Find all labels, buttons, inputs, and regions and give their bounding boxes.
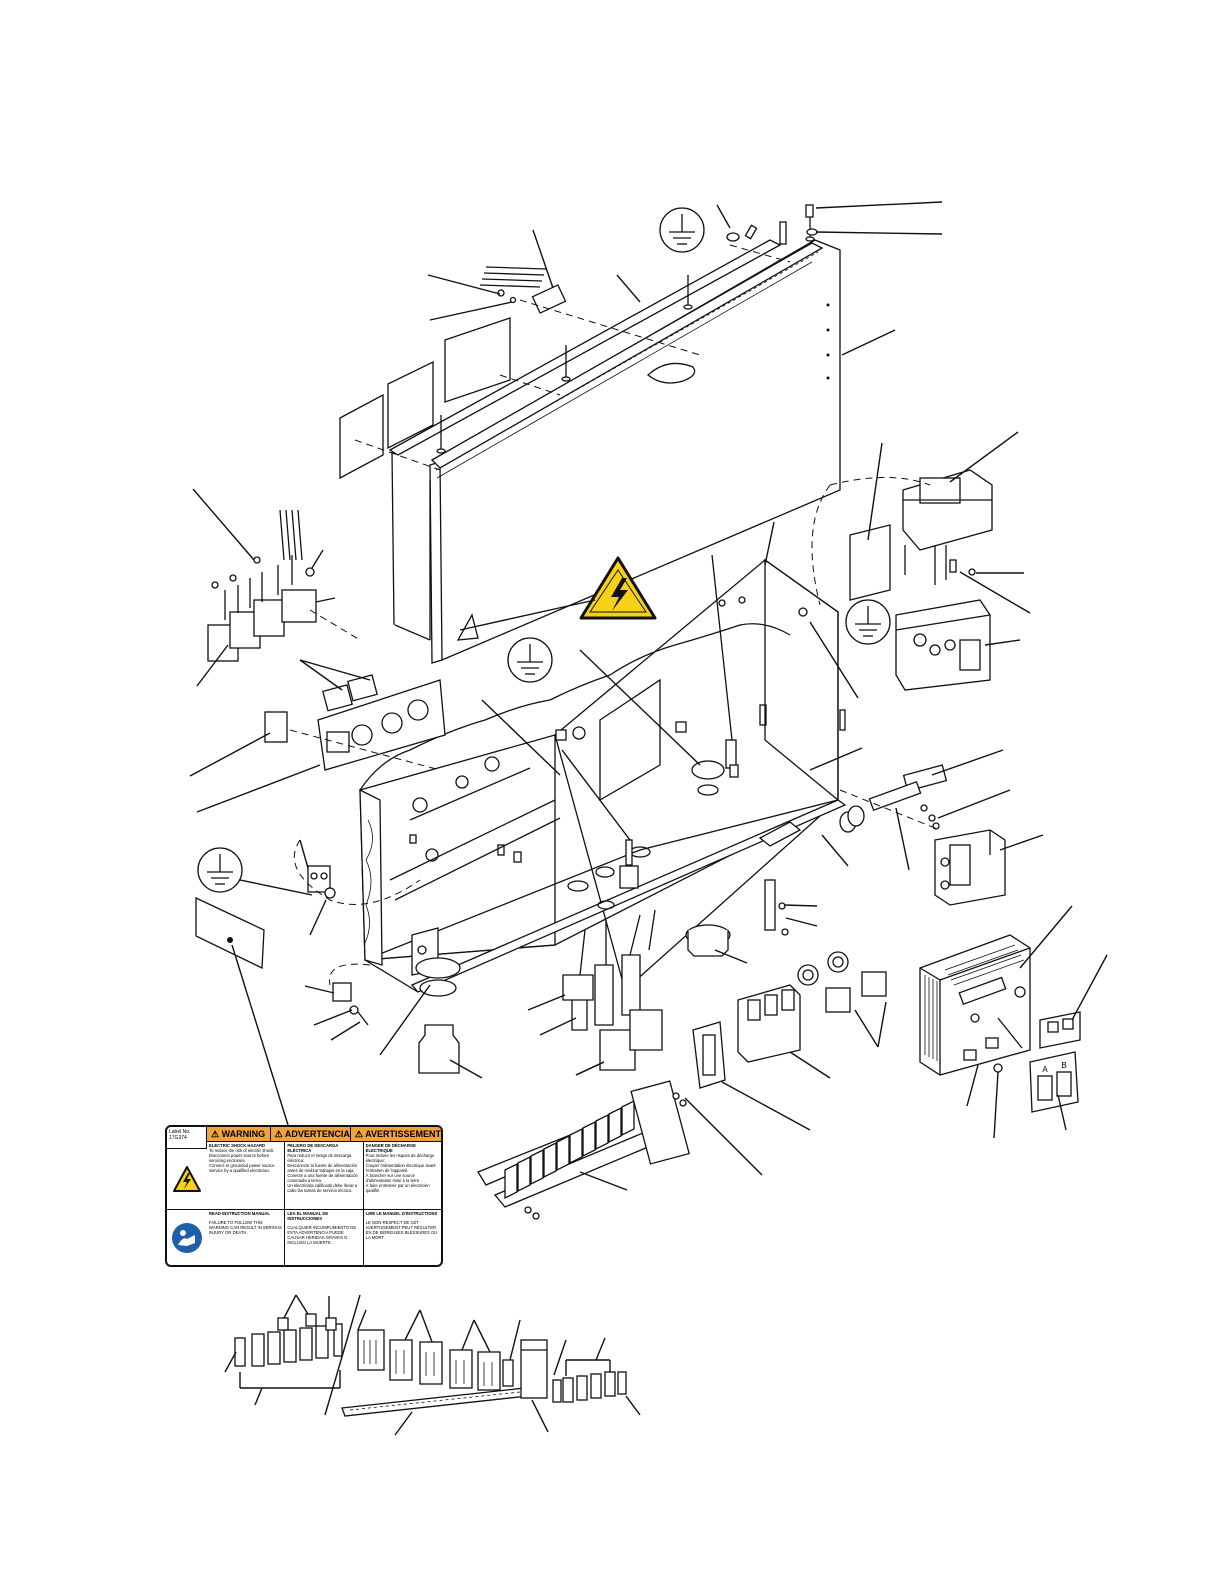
legend-plate-a-label: A: [1042, 1065, 1048, 1074]
label-bullet-es-1: Desconecte la fuente de alimentación ant…: [287, 1163, 358, 1173]
warning-label: Label No. 17G374 ⚠ WARNING ⚠ ADVERTENCIA…: [165, 1125, 443, 1267]
label-hazard-title-es: PELIGRO DE DESCARGA ELÉCTRICA: [287, 1143, 339, 1153]
ground-symbol-icon: [197, 847, 243, 893]
right-power-supply: [895, 599, 991, 691]
bottom-breaker-row: [357, 1329, 501, 1391]
ground-lug: [293, 839, 421, 905]
leader-lines: [189, 201, 1108, 1436]
window-panels: [339, 317, 511, 480]
label-bullet-fr-1: Couper l'alimentation électrique avant l…: [365, 1163, 436, 1173]
door-connector: [479, 266, 567, 314]
din-rail-terminal-assembly: [477, 1080, 690, 1220]
label-bullet-fr-3: À faire entretenir par un électricien qu…: [365, 1183, 430, 1193]
label-hazard-text-es: Para reducir el riesgo de descarga eléct…: [287, 1153, 352, 1163]
label-read-text-fr: LE NON-RESPECT DE CET AVERTISSEMENT PEUT…: [365, 1220, 438, 1240]
label-bullet-en-2: Connect to grounded power source.: [209, 1163, 276, 1168]
legend-plate-ab: A B: [1029, 1051, 1079, 1113]
right-controller-housing: [811, 469, 993, 606]
enclosure-door: [388, 205, 841, 664]
bottom-fuse-row: [552, 1371, 627, 1403]
label-read-text-en: FAILURE TO FOLLOW THIS WARNING CAN RESUL…: [209, 1220, 282, 1235]
label-hazard-title-fr: DANGER DE DÉCHARGE ÉLECTRIQUE: [365, 1143, 416, 1153]
bottom-terminal-row: [234, 1313, 343, 1367]
din-rail-vertical: [764, 879, 789, 936]
knob-pair: [797, 951, 887, 1013]
label-bullet-fr-2: À brancher sur une source d'alimentation…: [365, 1173, 421, 1183]
breaker-mount-bracket: [672, 1021, 726, 1107]
bottom-relay: [502, 1339, 548, 1399]
circuit-breaker: [737, 984, 801, 1063]
electric-shock-hazard-icon: [172, 1165, 202, 1195]
top-ground-hardware: [726, 204, 818, 245]
electric-shock-hazard-icon: [579, 556, 657, 620]
ground-symbol-icon: [659, 207, 705, 253]
right-relay-block: [934, 829, 1006, 906]
label-hazard-text-fr: Pour réduire les risques de décharge éle…: [365, 1153, 435, 1163]
main-enclosure: [359, 558, 847, 993]
label-bullet-es-2: Conecte a una fuente de alimentación con…: [287, 1173, 358, 1183]
cable-glands: [415, 839, 731, 1074]
door-hinge-strip: [430, 242, 824, 471]
enclosure-ground-screw: [711, 554, 739, 778]
ground-symbol-icon: [507, 637, 553, 683]
label-header-en: WARNING: [221, 1129, 266, 1139]
label-hazard-title-en: ELECTRIC SHOCK HAZARD: [209, 1143, 266, 1148]
legend-plate-b-label: B: [1061, 1061, 1066, 1070]
label-bullet-en-3: Service by a qualified electrician.: [209, 1168, 270, 1173]
bottom-din-rail: [341, 1387, 529, 1417]
label-number-caption: Label No.: [169, 1129, 191, 1135]
legend-plate-top: [1039, 1011, 1081, 1049]
warning-label-blank: [195, 896, 265, 970]
switch-mounting-plate: [264, 674, 446, 771]
label-header-fr: AVERTISSEMENT: [365, 1129, 441, 1139]
label-header-es: ADVERTENCIA: [284, 1129, 350, 1139]
bottom-ground-lug: [329, 963, 371, 1026]
label-bullet-es-3: Un electricista calificado debe llevar a…: [287, 1183, 358, 1193]
label-bullet-en-1: Disconnect power source before servicing…: [209, 1153, 270, 1163]
label-read-text-es: CUALQUIER INCUMPLIMIENTO DE ESTA ADVERTE…: [287, 1225, 357, 1245]
read-manual-icon: [172, 1223, 202, 1253]
ground-symbol-icon: [845, 599, 891, 645]
door-latch: [646, 362, 696, 384]
motor-drive-unit: [919, 934, 1031, 1076]
label-read-title-fr: LIRE LE MANUEL D'INSTRUCTIONS: [365, 1211, 438, 1216]
label-read-title-en: READ INSTRUCTION MANUAL: [209, 1211, 270, 1216]
left-terminal-blocks: [207, 509, 361, 662]
right-connectors: [839, 764, 948, 833]
label-number: 17G374: [169, 1135, 187, 1141]
label-hazard-text-en: To reduce the risk of electric shock:: [209, 1148, 275, 1153]
label-read-title-es: LEA EL MANUAL DE INSTRUCCIONES: [287, 1211, 329, 1221]
